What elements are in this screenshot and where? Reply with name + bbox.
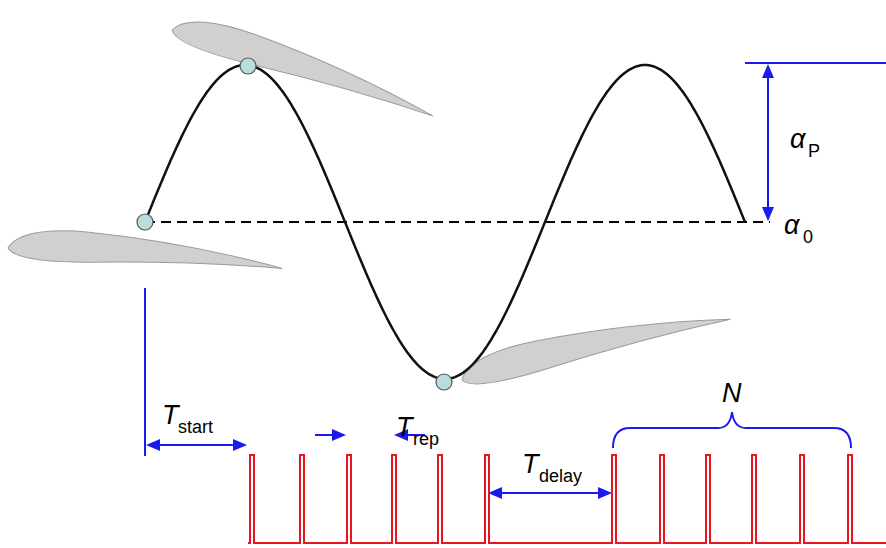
airfoil — [169, 11, 441, 121]
mean-angle-line — [145, 221, 770, 223]
pulse-train — [248, 455, 886, 543]
time-subscript: rep — [413, 430, 439, 448]
amplitude-dimension — [745, 63, 886, 221]
pulse-count: N — [722, 380, 742, 407]
time-symbol: T — [522, 451, 539, 478]
time-subscript: start — [178, 418, 213, 436]
time-subscript: delay — [539, 467, 582, 485]
mean-angle-subscript: 0 — [803, 228, 813, 246]
pitch-curve — [145, 65, 745, 379]
amplitude-symbol: α — [790, 126, 805, 153]
phase-marker — [137, 214, 153, 230]
phase-marker — [240, 58, 256, 74]
airfoil — [457, 294, 731, 391]
amplitude-subscript: P — [808, 142, 820, 160]
mean-angle-symbol: α — [784, 212, 799, 239]
phase-marker — [436, 374, 452, 390]
airfoil — [7, 228, 283, 273]
time-symbol: T — [162, 402, 179, 429]
time-symbol: T — [396, 414, 413, 441]
